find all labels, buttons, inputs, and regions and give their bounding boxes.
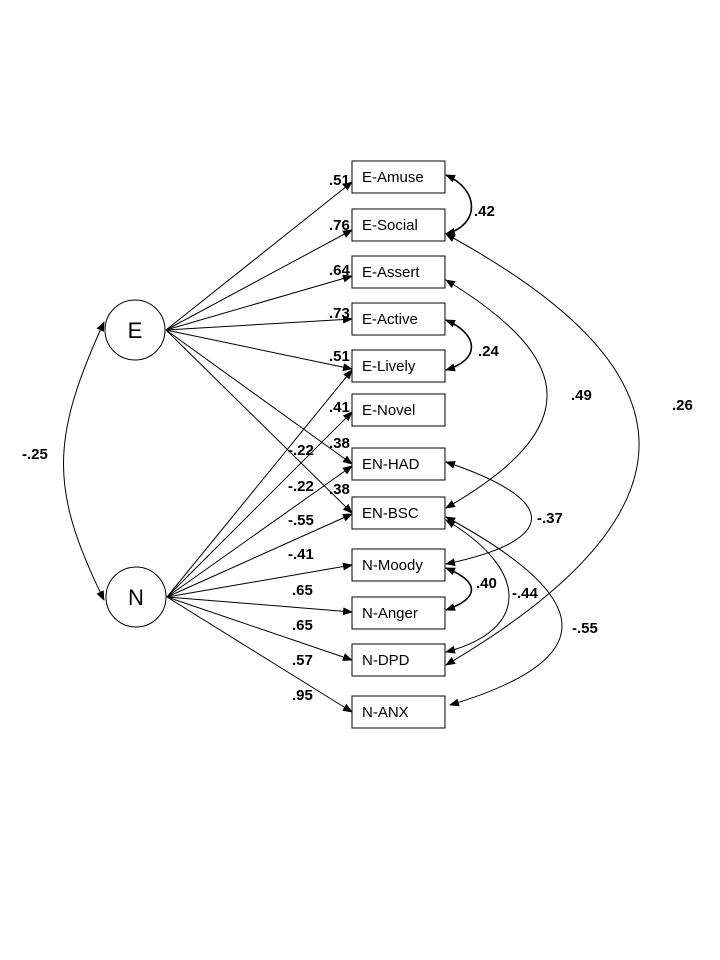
covariance-label-en-bsc-n-anx: -.55 <box>572 620 598 637</box>
loading-label-e-to-en-had: .38 <box>329 435 350 452</box>
indicator-box <box>351 496 446 530</box>
loading-arrow-n-to-n-dpd <box>166 596 353 661</box>
loading-label-e-to-e-assert: .64 <box>329 262 351 279</box>
indicator-box <box>351 548 446 582</box>
latent-circle <box>105 566 167 628</box>
indicator-label: N-Anger <box>362 605 418 622</box>
covariance-arrow-e-assert-en-bsc <box>445 279 548 509</box>
loading-arrow-e-to-e-amuse <box>165 181 353 331</box>
latent-circle <box>104 299 166 361</box>
loading-arrow-e-to-en-had <box>165 329 353 465</box>
loading-arrow-n-to-n-anx <box>166 596 353 713</box>
loading-label-e-to-e-active: .73 <box>329 305 350 322</box>
indicator-label: EN-BSC <box>362 505 419 522</box>
covariance-arrow-e-amuse-e-social <box>445 174 473 236</box>
loading-label-n-to-n-anx: .57 <box>292 652 313 669</box>
indicator-e-lively: E-Lively <box>351 349 446 383</box>
indicator-n-moody: N-Moody <box>351 548 446 582</box>
loading-arrow-n-to-e-lively <box>166 369 353 598</box>
indicator-label: N-Moody <box>362 557 423 574</box>
loading-label-e-to-e-lively: .51 <box>329 348 350 365</box>
indicator-label: E-Amuse <box>362 169 424 186</box>
indicator-box <box>351 643 446 677</box>
indicator-label: E-Lively <box>362 358 416 375</box>
covariance-label-e-assert-en-bsc: .49 <box>571 387 592 404</box>
paths-layer <box>63 174 640 713</box>
loading-arrow-n-to-en-bsc <box>166 513 353 598</box>
loading-label-n-to-e-novel: .41 <box>329 399 350 416</box>
indicator-box <box>351 349 446 383</box>
loading-label-e-to-en-bsc: .38 <box>329 481 350 498</box>
indicator-box <box>351 302 446 336</box>
covariance-label-en-had-n-moody: -.37 <box>537 510 563 527</box>
covariance-label-e-active-e-lively: .24 <box>478 343 500 360</box>
indicator-label: E-Active <box>362 311 418 328</box>
loading-label-n-to-en-had: -.22 <box>288 478 314 495</box>
loading-arrow-e-to-e-active <box>165 315 353 331</box>
loading-arrow-e-to-e-lively <box>165 329 353 372</box>
covariance-label-n-moody-n-anger: .40 <box>476 575 497 592</box>
covariance-arrow-en-bsc-n-anx <box>445 516 563 707</box>
loading-label-n-to-n-anger: .65 <box>292 582 313 599</box>
loading-label-e-to-e-amuse: .51 <box>329 172 350 189</box>
loading-arrow-n-to-n-anger <box>166 596 353 616</box>
indicator-n-anger: N-Anger <box>351 596 446 630</box>
latent-variable-e: E <box>104 299 166 361</box>
loading-label-n-to-e-lively: -.22 <box>288 442 314 459</box>
indicator-label: N-DPD <box>362 652 410 669</box>
indicator-label: EN-HAD <box>362 456 420 473</box>
loading-arrow-n-to-n-moody <box>166 562 353 598</box>
indicator-label: N-ANX <box>362 704 409 721</box>
indicator-n-dpd: N-DPD <box>351 643 446 677</box>
loading-label-e-to-e-social: .76 <box>329 217 350 234</box>
indicator-label: E-Social <box>362 217 418 234</box>
covariance-label-e-social-n-dpd: .26 <box>672 397 693 414</box>
indicator-box <box>351 255 446 289</box>
indicator-box <box>351 160 446 194</box>
indicator-label: E-Assert <box>362 264 420 281</box>
covariance-arrow-e-social-n-dpd <box>445 233 640 666</box>
latent-label: N <box>128 585 144 610</box>
coefficient-label: .95 <box>292 687 313 704</box>
indicator-e-assert: E-Assert <box>351 255 446 289</box>
covariance-arrow-e-active-e-lively <box>445 319 473 372</box>
loading-arrow-e-to-e-social <box>165 229 353 331</box>
indicator-box <box>351 447 446 481</box>
indicator-box <box>351 596 446 630</box>
loading-label-n-to-n-moody: -.41 <box>288 546 314 563</box>
loading-arrow-n-to-en-had <box>166 465 353 598</box>
covariance-label-en-bsc-n-dpd: -.44 <box>512 585 539 602</box>
loading-arrow-n-to-e-novel <box>166 411 353 598</box>
indicator-box <box>351 208 446 242</box>
loading-label-n-to-n-dpd: .65 <box>292 617 313 634</box>
covariance-label-e-amuse-e-social: .42 <box>474 203 495 220</box>
loading-arrow-e-to-en-bsc <box>165 329 353 514</box>
covariance-label-e-n: -.25 <box>22 446 48 463</box>
labels-layer: .51 .76 .64 .73 .51 .38 .38 -.22 .41 -.22 -.55 -.41… <box>22 172 693 704</box>
indicator-e-active: E-Active <box>351 302 446 336</box>
covariance-arrow-en-had-n-moody <box>445 461 532 567</box>
indicator-n-anx: N-ANX <box>351 695 446 729</box>
loading-arrow-e-to-e-assert <box>165 274 353 331</box>
indicator-e-social: E-Social <box>351 208 446 242</box>
covariance-arrow-en-bsc-n-dpd <box>445 519 510 654</box>
indicator-e-amuse: E-Amuse <box>351 160 446 194</box>
indicator-en-bsc: EN-BSC <box>351 496 446 530</box>
indicator-label: E-Novel <box>362 402 415 419</box>
indicator-box <box>351 695 446 729</box>
latent-variable-n: N <box>105 566 167 628</box>
indicator-box <box>351 393 446 427</box>
indicator-e-novel: E-Novel <box>351 393 446 427</box>
loading-label-n-to-en-bsc: -.55 <box>288 512 314 529</box>
indicator-en-had: EN-HAD <box>351 447 446 481</box>
covariance-arrow-n-moody-n-anger <box>445 567 473 611</box>
nodes-layer: E N E-AmuseE-SocialE-AssertE-ActiveE-Livel… <box>104 160 446 729</box>
covariance-arrow-e-n <box>63 321 105 601</box>
latent-label: E <box>128 318 143 343</box>
